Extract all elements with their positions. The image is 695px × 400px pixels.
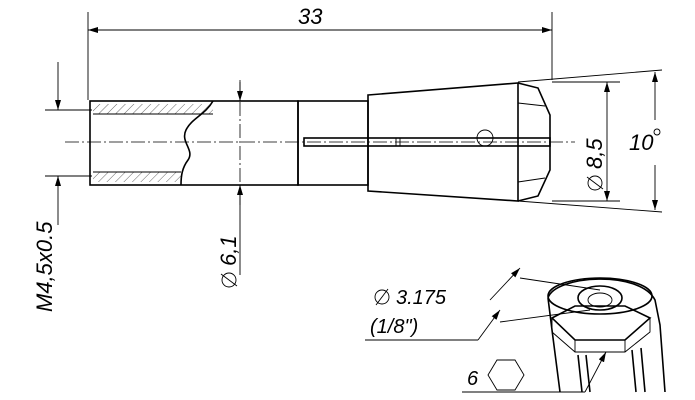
taper-angle-label: 10 bbox=[629, 130, 654, 155]
degree-symbol bbox=[653, 128, 661, 136]
hex-size-label: 6 bbox=[467, 368, 479, 390]
hex-size-dimension: 6 bbox=[462, 351, 607, 393]
hex-icon bbox=[487, 359, 525, 391]
nose-diameter-label: 8,5 bbox=[582, 138, 607, 169]
collet-chuck-body bbox=[65, 80, 575, 202]
collet-detail bbox=[547, 277, 666, 393]
collet-diameter-inch-label: (1/8") bbox=[370, 316, 418, 338]
taper-angle-dimension: 10 bbox=[517, 69, 663, 213]
thread-dimension: M4,5x0.5 bbox=[32, 62, 92, 312]
thread-label: M4,5x0.5 bbox=[32, 221, 57, 312]
overall-length-dimension: 33 bbox=[87, 4, 553, 100]
bore-diameter-label: 6,1 bbox=[216, 235, 241, 266]
bore-diameter-dimension: 6,1 bbox=[216, 82, 243, 288]
collet-diameter-label: 3.175 bbox=[396, 287, 447, 309]
nose-diameter-dimension: 8,5 bbox=[552, 81, 620, 202]
collet-diameter-dimension: 3.175 (1/8") bbox=[365, 267, 601, 341]
overall-length-label: 33 bbox=[298, 4, 323, 29]
